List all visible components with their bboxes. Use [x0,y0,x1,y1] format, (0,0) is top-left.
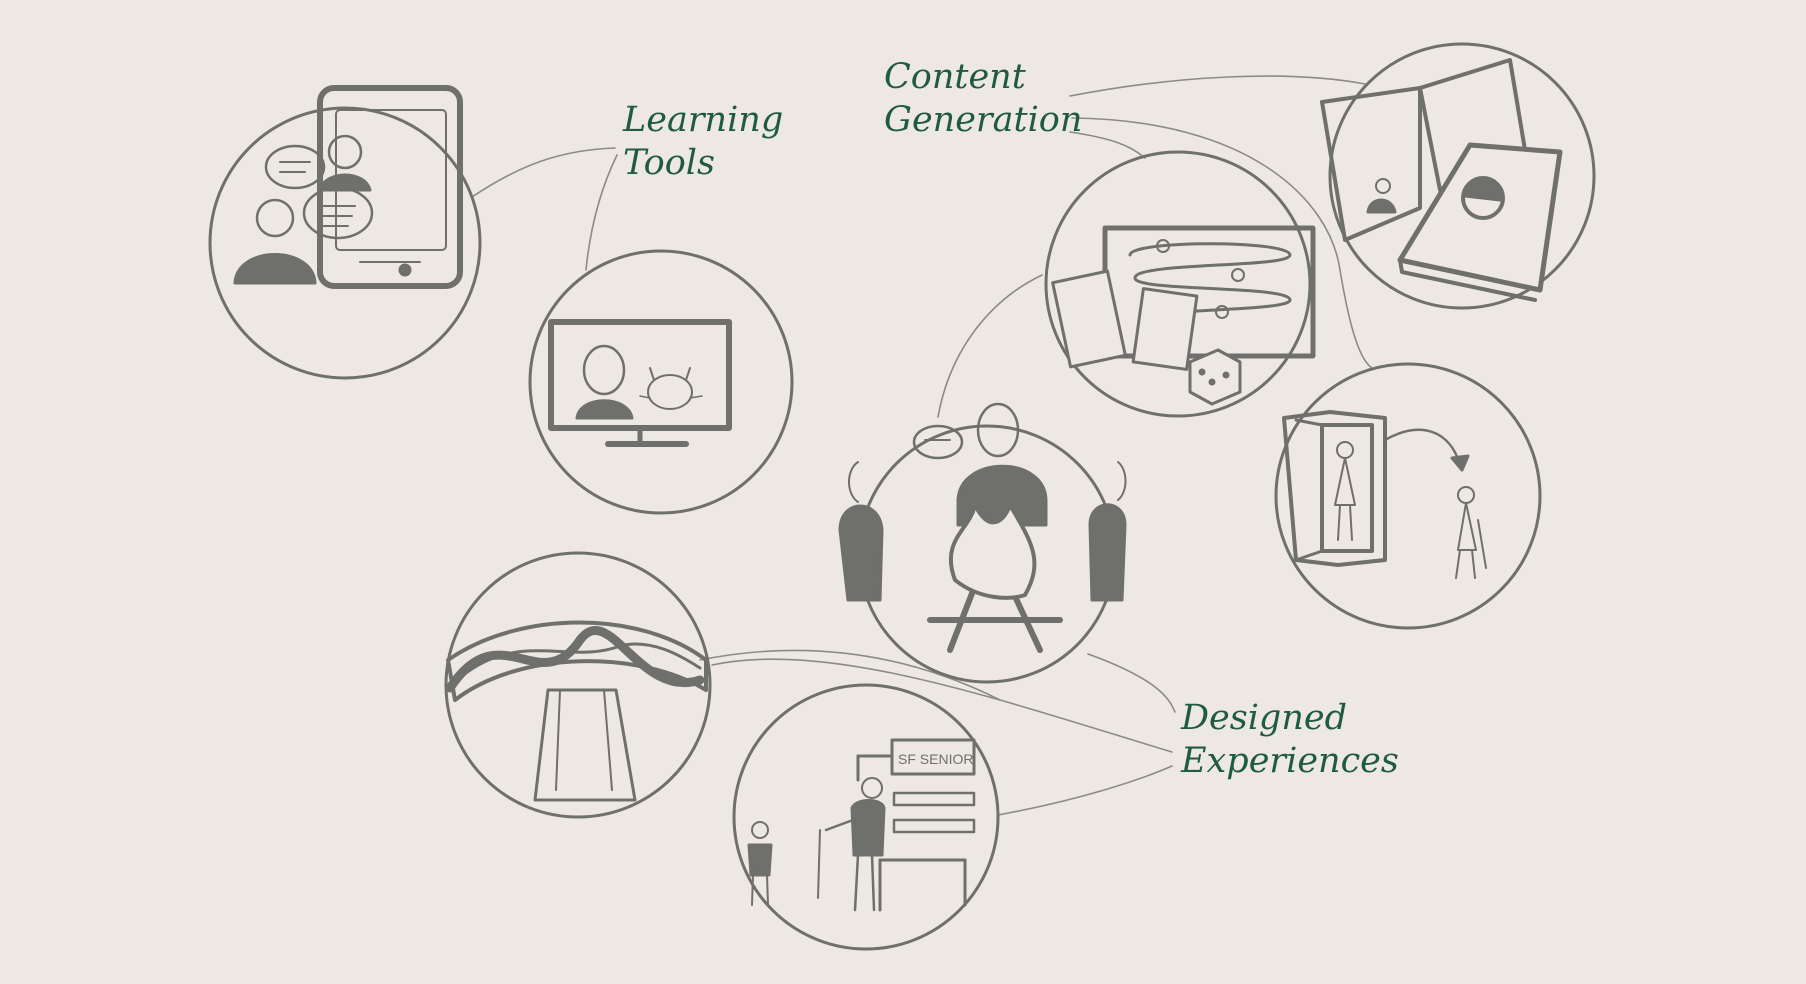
connector-designed-stage [997,765,1173,816]
phone-chat-illustration [208,85,482,380]
label-learning-tools-line2: Tools [623,143,715,183]
campfire-illustration [838,402,1127,684]
connector-learning-phone [471,147,616,198]
label-content-generation-line2: Generation [884,100,1083,140]
sf-senior-sign: SF SENIOR [898,751,973,767]
label-content-generation-line1: Content [884,57,1026,97]
monitor-video-call-illustration [528,249,794,515]
label-learning-tools: Learning Tools [623,99,783,185]
presentation-illustration: SF SENIOR [732,683,1000,951]
label-designed-experiences: Designed Experiences [1181,697,1399,783]
connector-center-board [937,274,1043,418]
connector-content-book [1069,75,1366,97]
label-designed-experiences-line1: Designed [1181,698,1347,738]
dome-illustration [444,551,712,819]
connector-designed-dome [711,658,1173,753]
connector-lines [471,75,1373,816]
book-illustration [1320,42,1596,310]
label-content-generation: Content Generation [884,56,1082,142]
connector-content-fig [1071,117,1373,369]
label-learning-tools-line1: Learning [623,100,784,140]
connector-designed-campfire [1087,653,1176,713]
label-designed-experiences-line2: Experiences [1181,741,1399,781]
connector-dome-campfire [699,649,1001,701]
connector-learning-monitor [585,154,618,271]
connector-content-board [1069,131,1146,159]
figure-transformation-illustration [1274,362,1542,630]
board-game-illustration [1044,150,1316,418]
